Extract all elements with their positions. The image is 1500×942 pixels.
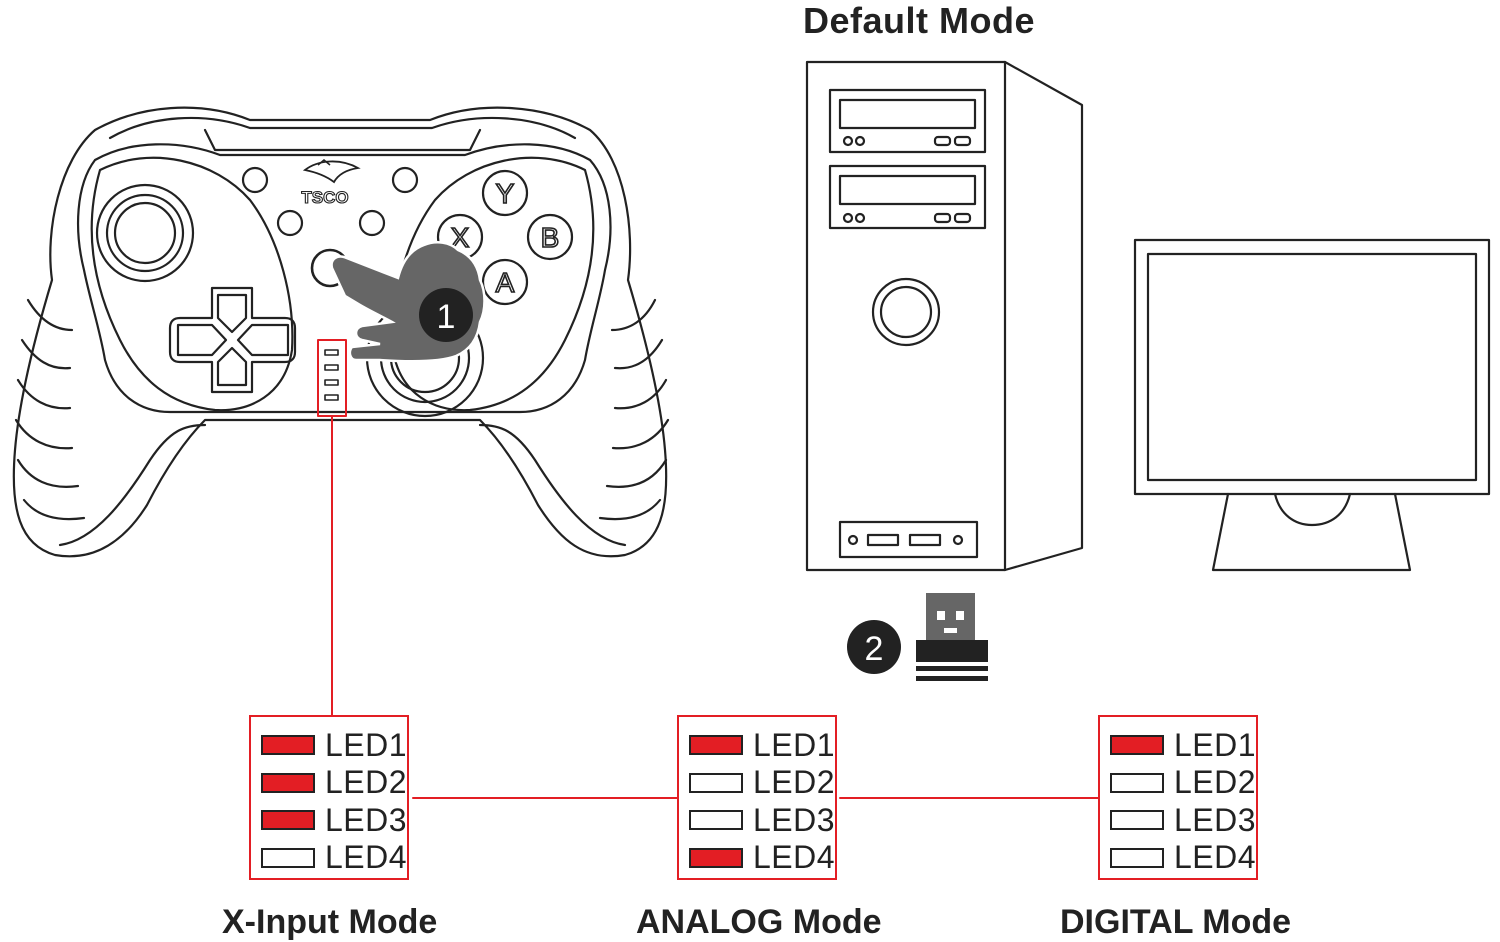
connector-lines bbox=[317, 339, 1100, 799]
led-indicator-off bbox=[689, 772, 743, 793]
usb-dongle-icon bbox=[916, 593, 988, 681]
led-indicator-off bbox=[1110, 847, 1164, 868]
led-row: LED4 bbox=[689, 839, 835, 875]
step-2-badge: 2 bbox=[847, 620, 901, 674]
step-1-badge: 1 bbox=[419, 288, 473, 342]
led-indicator-on bbox=[261, 735, 315, 755]
led-row: LED2 bbox=[1110, 764, 1256, 800]
led-indicator-off bbox=[1110, 772, 1164, 793]
b-button-letter: B bbox=[541, 222, 560, 253]
led-label: LED1 bbox=[325, 726, 408, 763]
led-indicator-on bbox=[261, 772, 315, 793]
led-row: LED4 bbox=[1110, 839, 1256, 875]
led-indicator-on bbox=[689, 847, 743, 868]
power-button-icon bbox=[871, 277, 941, 347]
step-2-number: 2 bbox=[865, 630, 884, 668]
step-1-number: 1 bbox=[437, 298, 456, 336]
led-row: LED2 bbox=[689, 764, 835, 800]
led-label: LED4 bbox=[1174, 839, 1257, 875]
default-mode-title: Default Mode bbox=[803, 0, 1036, 41]
led-indicator-off bbox=[1110, 810, 1164, 830]
dpad-icon bbox=[168, 286, 297, 394]
led-row: LED3 bbox=[1110, 802, 1256, 838]
led-label: LED4 bbox=[753, 839, 836, 875]
xinput-mode-label: X-Input Mode bbox=[222, 903, 438, 941]
monitor-illustration bbox=[1133, 238, 1491, 572]
x-button-letter: X bbox=[451, 222, 470, 253]
led-indicator-on bbox=[261, 810, 315, 830]
led-row: LED3 bbox=[689, 802, 835, 838]
logo-text: TSCO bbox=[301, 188, 348, 207]
y-button-letter: Y bbox=[496, 178, 515, 209]
led-indicator-on bbox=[1110, 735, 1164, 755]
led-label: LED1 bbox=[753, 726, 836, 763]
led-row: LED1 bbox=[689, 727, 835, 763]
led-row: LED3 bbox=[261, 802, 407, 838]
led-row: LED4 bbox=[261, 839, 407, 875]
tsco-logo: TSCO bbox=[301, 159, 361, 208]
led-label: LED2 bbox=[1174, 764, 1257, 800]
led-label: LED3 bbox=[1174, 801, 1257, 838]
led-label: LED3 bbox=[753, 801, 836, 838]
led-row: LED1 bbox=[261, 727, 407, 763]
led-indicator-off bbox=[261, 847, 315, 868]
pc-tower-illustration bbox=[805, 60, 1084, 572]
digital-mode-label: DIGITAL Mode bbox=[1060, 903, 1292, 941]
analog-mode-label: ANALOG Mode bbox=[636, 903, 882, 941]
led-label: LED1 bbox=[1174, 726, 1257, 763]
led-label: LED4 bbox=[325, 839, 408, 875]
led-indicator-off bbox=[689, 810, 743, 830]
led-row: LED1 bbox=[1110, 727, 1256, 763]
led-label: LED2 bbox=[753, 764, 836, 800]
led-label: LED2 bbox=[325, 764, 408, 800]
a-button-letter: A bbox=[496, 267, 515, 298]
led-label: LED3 bbox=[325, 801, 408, 838]
led-indicator-on bbox=[689, 735, 743, 755]
led-row: LED2 bbox=[261, 764, 407, 800]
